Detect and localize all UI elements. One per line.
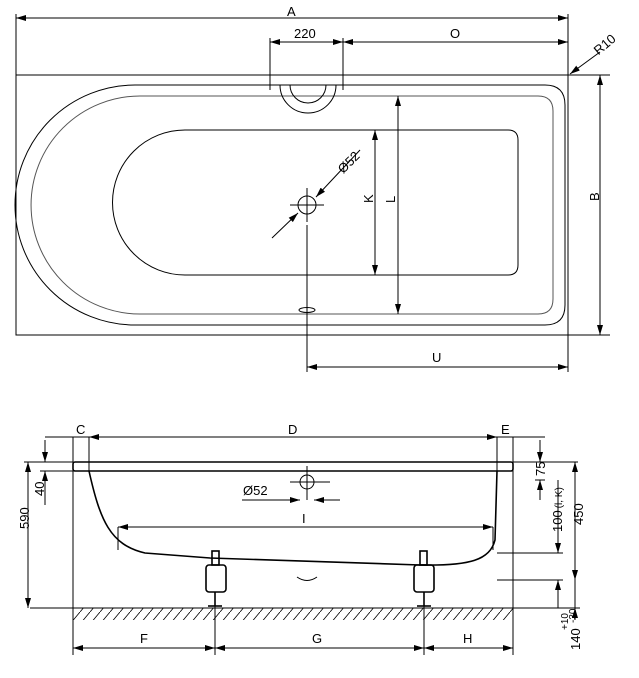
- drain-diameter-label: Ø52: [243, 483, 268, 498]
- top-view: Ø52 A 220 O R10 B K L U: [14, 4, 619, 372]
- dim-E: E: [501, 422, 510, 437]
- dim-G: G: [312, 631, 322, 646]
- dim-590: 590: [17, 507, 32, 529]
- tolerance-minus: -30: [568, 608, 579, 623]
- rim-outer: [14, 84, 566, 326]
- dim-R10: R10: [591, 31, 619, 58]
- dim-75: 75: [533, 462, 548, 476]
- dim-A: A: [287, 4, 296, 19]
- rim-inner: [30, 95, 554, 315]
- dim-450: 450: [571, 503, 586, 525]
- tub-outline: [15, 74, 569, 336]
- dim-U: U: [432, 350, 441, 365]
- dim-C: C: [76, 422, 85, 437]
- dim-L: L: [383, 196, 398, 203]
- foot-left: [205, 550, 227, 607]
- dim-100: 100(l, K): [550, 487, 565, 532]
- dim-D: D: [288, 422, 297, 437]
- dim-O: O: [450, 26, 460, 41]
- tub-body: [88, 470, 498, 566]
- side-view: Ø52 I C D E F G H 590 40 75 100(l, K) 45…: [17, 422, 586, 655]
- dim-H: H: [463, 631, 472, 646]
- dim-I: I: [302, 511, 306, 526]
- dim-140: 140: [568, 628, 583, 650]
- tolerance-plus: +10: [560, 613, 571, 630]
- overflow: [279, 84, 337, 114]
- dim-K: K: [361, 194, 376, 203]
- bath-floor: [112, 129, 519, 276]
- dim-F: F: [140, 631, 148, 646]
- rim: [72, 461, 514, 472]
- dim-40: 40: [32, 482, 47, 496]
- dim-B: B: [587, 192, 602, 201]
- dim-220: 220: [294, 26, 316, 41]
- foot-right: [413, 550, 435, 607]
